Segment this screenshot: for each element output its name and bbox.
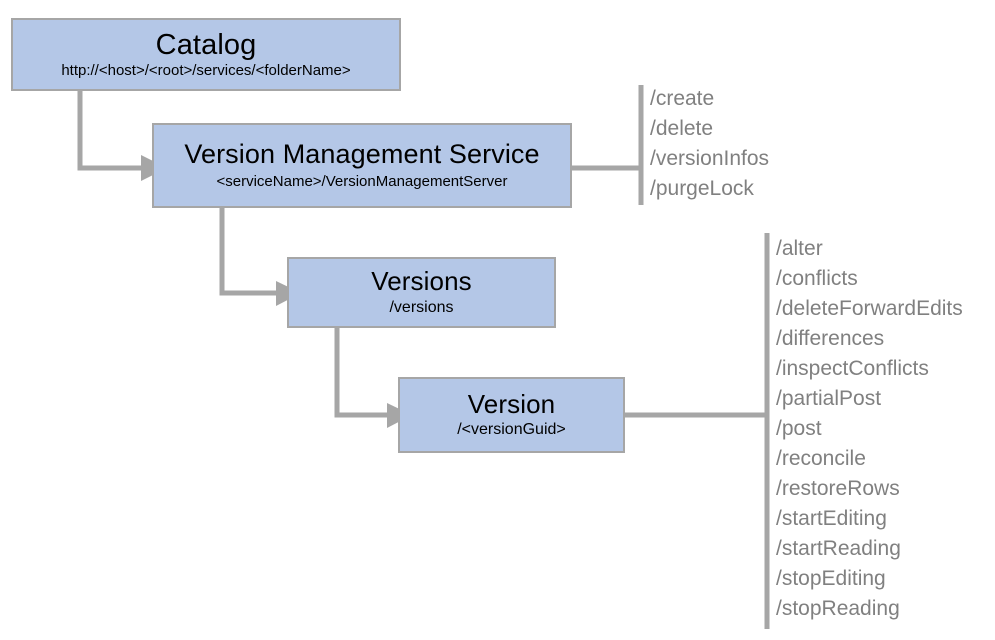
node-catalog[interactable]: Catalog http://<host>/<root>/services/<f… [11, 18, 401, 91]
node-catalog-title: Catalog [155, 28, 257, 61]
operation-item: /versionInfos [650, 147, 770, 170]
connector-version-to-operations [625, 233, 770, 629]
operation-item: /startEditing [776, 507, 887, 530]
node-catalog-subtitle: http://<host>/<root>/services/<folderNam… [61, 62, 351, 80]
node-version[interactable]: Version /<versionGuid> [398, 377, 625, 453]
node-version-management-service-subtitle: <serviceName>/VersionManagementServer [216, 173, 508, 191]
node-version-title: Version [467, 389, 556, 420]
operation-item: /restoreRows [776, 477, 900, 500]
operation-item: /stopReading [776, 597, 900, 620]
operation-item: /purgeLock [650, 177, 754, 200]
operation-item: /delete [650, 117, 714, 140]
operation-item: /alter [776, 237, 823, 260]
node-versions[interactable]: Versions /versions [287, 257, 556, 328]
node-version-subtitle: /<versionGuid> [457, 421, 566, 439]
node-versions-title: Versions [371, 266, 472, 297]
operation-item: /deleteForwardEdits [776, 297, 963, 320]
operation-item: /conflicts [776, 267, 858, 290]
operation-item: /differences [776, 327, 885, 350]
operation-item: /stopEditing [776, 567, 886, 590]
connector-service-to-operations [572, 85, 644, 205]
node-version-management-service-title: Version Management Service [184, 139, 540, 170]
operation-list-service: /create/delete/versionInfos/purgeLock [650, 84, 769, 204]
operation-list-version: /alter/conflicts/deleteForwardEdits/diff… [776, 234, 963, 624]
operation-item: /startReading [776, 537, 901, 560]
node-version-management-service[interactable]: Version Management Service <serviceName>… [152, 123, 572, 208]
operation-item: /partialPost [776, 387, 882, 410]
operation-item: /create [650, 87, 715, 110]
operation-item: /post [776, 417, 822, 440]
node-versions-subtitle: /versions [389, 299, 454, 317]
operation-item: /reconcile [776, 447, 866, 470]
operation-item: /inspectConflicts [776, 357, 929, 380]
